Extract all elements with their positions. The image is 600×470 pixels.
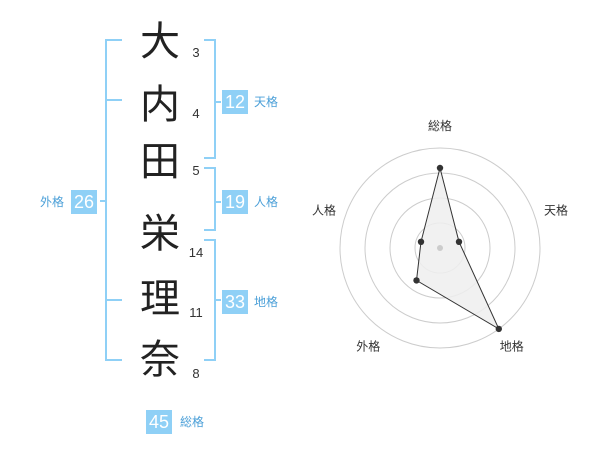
name-char: 栄 <box>140 211 180 257</box>
jinkaku-bracket <box>204 167 216 231</box>
tenkaku-label: 天格 <box>254 95 279 109</box>
stroke-count: 11 <box>189 305 203 320</box>
stroke-count: 14 <box>188 245 204 260</box>
name-char: 田 <box>140 139 180 185</box>
name-char: 理 <box>140 276 180 322</box>
radar-points <box>413 164 502 333</box>
stroke-count: 3 <box>192 45 200 60</box>
chikaku-badge: 33 <box>222 290 249 314</box>
jinkaku-badge: 19 <box>222 190 249 214</box>
name-char: 奈 <box>140 337 180 383</box>
radar-axis-label: 人格 <box>312 202 336 217</box>
stroke-count: 8 <box>192 366 200 381</box>
radar-point <box>495 325 502 333</box>
radar-center-dot <box>437 245 443 251</box>
gaikaku-badge: 26 <box>71 190 98 214</box>
radar-polygon <box>415 167 500 331</box>
jinkaku-label: 人格 <box>254 195 279 209</box>
radar-axis-label: 総格 <box>428 118 452 133</box>
chikaku-label: 地格 <box>254 295 279 309</box>
radar-axis-label: 外格 <box>356 339 380 354</box>
name-char: 大 <box>140 19 180 65</box>
radar-point <box>417 238 425 245</box>
stroke-count: 5 <box>192 163 200 178</box>
soukaku-label: 総格 <box>180 415 205 429</box>
radar-point <box>413 277 420 284</box>
radar-point <box>436 164 444 172</box>
radar-axis-label: 天格 <box>544 202 568 217</box>
tenkaku-badge: 12 <box>222 90 249 114</box>
soukaku-badge: 45 <box>146 410 173 434</box>
radar-point <box>455 238 463 245</box>
radar-axis-label: 地格 <box>500 339 524 354</box>
tenkaku-bracket <box>204 39 216 159</box>
name-char: 内 <box>140 82 180 128</box>
radar-ring <box>339 147 541 349</box>
stroke-count: 4 <box>192 106 200 121</box>
gaikaku-label: 外格 <box>40 195 65 209</box>
